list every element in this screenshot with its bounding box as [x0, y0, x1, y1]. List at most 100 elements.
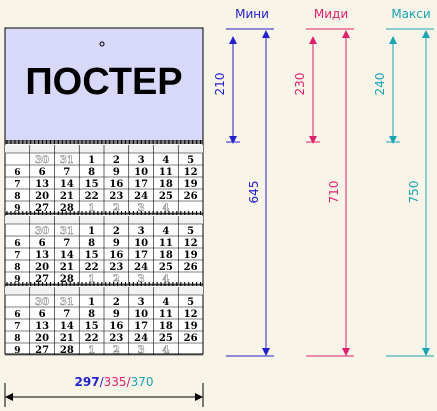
day-cell: 14: [60, 250, 74, 261]
week-number: 6: [14, 239, 20, 249]
day-cell: 27: [35, 274, 49, 285]
day-cell: 9: [113, 167, 120, 178]
day-cell: 30: [35, 297, 49, 308]
day-cell: 23: [109, 333, 123, 344]
day-cell: 6: [39, 167, 46, 178]
day-cell: 15: [85, 321, 99, 332]
day-cell: 11: [159, 167, 173, 178]
day-cell: 18: [159, 179, 173, 190]
day-cell: 31: [60, 155, 74, 166]
day-cell: 11: [159, 309, 173, 320]
day-cell: 4: [162, 203, 169, 214]
day-cell: 27: [35, 345, 49, 356]
day-cell: 3: [138, 345, 145, 356]
day-cell: 30: [35, 226, 49, 237]
maxi-total-value: 750: [407, 181, 421, 204]
day-cell: 24: [134, 191, 148, 202]
day-cell: 7: [63, 238, 70, 249]
day-cell: 11: [159, 238, 173, 249]
day-cell: 14: [60, 321, 74, 332]
width-sep-1: /: [100, 375, 105, 389]
day-cell: 10: [134, 309, 148, 320]
day-cell: 30: [35, 155, 49, 166]
day-cell: 22: [85, 191, 99, 202]
day-cell: 22: [85, 262, 99, 273]
day-cell: 15: [85, 250, 99, 261]
day-cell: 4: [162, 345, 169, 356]
day-cell: 28: [60, 274, 74, 285]
day-cell: 8: [88, 309, 95, 320]
day-cell: 23: [109, 262, 123, 273]
poster-header: [4, 27, 204, 142]
day-cell: 7: [63, 167, 70, 178]
day-cell: 2: [113, 155, 120, 166]
day-cell: 6: [39, 309, 46, 320]
day-cell: 1: [88, 274, 95, 285]
week-number: 8: [14, 263, 20, 273]
day-cell: 10: [134, 167, 148, 178]
week-number: 7: [14, 180, 20, 190]
day-cell: 5: [187, 226, 194, 237]
week-number: 9: [14, 204, 20, 214]
day-cell: 6: [39, 238, 46, 249]
day-cell: 31: [60, 226, 74, 237]
day-cell: 28: [60, 345, 74, 356]
width-dimension: 297/335/370: [4, 375, 204, 407]
day-cell: 28: [60, 203, 74, 214]
day-cell: 26: [184, 333, 198, 344]
day-cell: 1: [88, 297, 95, 308]
day-cell: 4: [162, 297, 169, 308]
week-number: 6: [14, 310, 20, 320]
day-cell: 25: [159, 333, 173, 344]
day-cell: 4: [162, 155, 169, 166]
day-cell: 24: [134, 262, 148, 273]
width-sep-2: /: [127, 375, 132, 389]
day-cell: 2: [113, 203, 120, 214]
day-cell: 17: [134, 321, 148, 332]
day-cell: 12: [184, 309, 198, 320]
day-cell: 3: [138, 274, 145, 285]
day-cell: 31: [60, 297, 74, 308]
day-cell: 7: [63, 309, 70, 320]
day-cell: 12: [184, 238, 198, 249]
day-cell: 16: [109, 321, 123, 332]
poster-title: ПОСТЕР: [25, 61, 182, 103]
day-cell: 26: [184, 262, 198, 273]
day-cell: 2: [113, 274, 120, 285]
day-cell: 21: [60, 333, 74, 344]
week-number: 7: [14, 322, 20, 332]
day-cell: 14: [60, 179, 74, 190]
width-maxi: 370: [131, 375, 154, 389]
day-cell: 3: [138, 226, 145, 237]
day-cell: 2: [113, 297, 120, 308]
size-label-mini: Мини: [235, 7, 269, 21]
hanging-hole-icon: [99, 41, 105, 47]
day-cell: 25: [159, 191, 173, 202]
day-cell: 21: [60, 191, 74, 202]
day-cell: 3: [138, 203, 145, 214]
day-cell: 27: [35, 203, 49, 214]
day-cell: 1: [88, 226, 95, 237]
day-cell: 20: [35, 262, 49, 273]
dimension-lines: Мини 210 645 Миди 230 710 Макси 240 750: [213, 7, 434, 357]
day-cell: 5: [187, 155, 194, 166]
width-mini: 297: [75, 375, 100, 389]
day-cell: 4: [162, 226, 169, 237]
day-cell: 8: [88, 167, 95, 178]
week-number: 8: [14, 334, 20, 344]
day-cell: 20: [35, 333, 49, 344]
day-cell: 3: [138, 155, 145, 166]
day-cell: 4: [162, 274, 169, 285]
day-cell: 24: [134, 333, 148, 344]
day-cell: 16: [109, 179, 123, 190]
week-number: 8: [14, 192, 20, 202]
mini-header-value: 210: [213, 73, 227, 96]
size-label-midi: Миди: [314, 7, 348, 21]
day-cell: 19: [184, 179, 198, 190]
day-cell: 3: [138, 297, 145, 308]
day-cell: 9: [113, 309, 120, 320]
day-cell: 5: [187, 297, 194, 308]
